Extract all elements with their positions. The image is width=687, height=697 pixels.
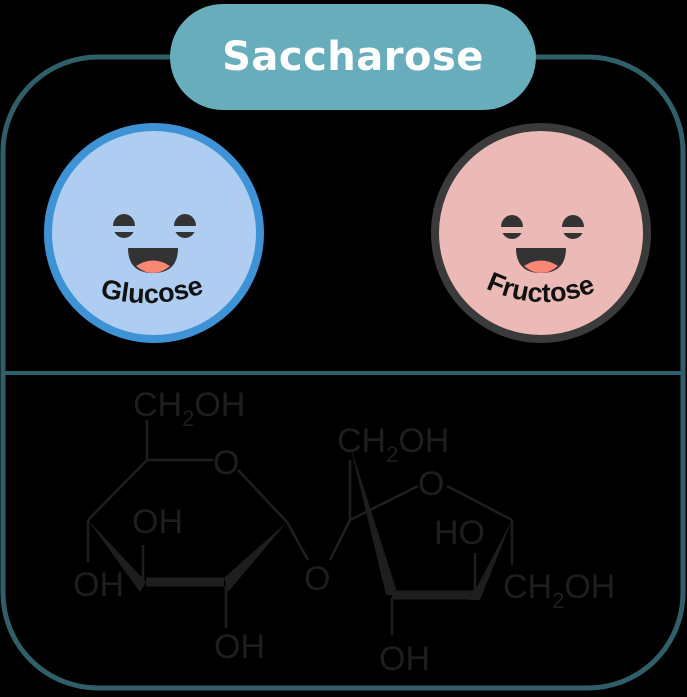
structure-labels: CH2OH O OH OH OH O CH2OH O HO CH2OH OH bbox=[73, 386, 615, 678]
glucose-ring-oxygen: O bbox=[213, 444, 239, 482]
page-title: Saccharose bbox=[222, 34, 484, 80]
glucose-oh-label: OH bbox=[73, 566, 124, 604]
fructose-ch2oh-label: CH2OH bbox=[337, 422, 449, 467]
tongue-icon bbox=[136, 260, 170, 273]
tongue-icon bbox=[524, 260, 558, 273]
fructose-ring-oxygen: O bbox=[418, 465, 444, 503]
glucose-smiley: Glucose bbox=[44, 123, 264, 343]
glucose-ch2oh-label: CH2OH bbox=[133, 386, 245, 431]
fructose-smiley: Fructose bbox=[431, 123, 651, 343]
glycosidic-oxygen: O bbox=[304, 560, 330, 598]
fructose-oh-label: OH bbox=[379, 640, 430, 678]
fructose-ho-label: HO bbox=[434, 514, 485, 552]
glucose-oh-label: OH bbox=[214, 628, 265, 666]
glucose-oh-label: OH bbox=[132, 503, 183, 541]
sucrose-structure bbox=[86, 420, 514, 635]
fructose-ch2oh-label: CH2OH bbox=[503, 568, 615, 613]
title-pill: Saccharose bbox=[170, 4, 536, 110]
